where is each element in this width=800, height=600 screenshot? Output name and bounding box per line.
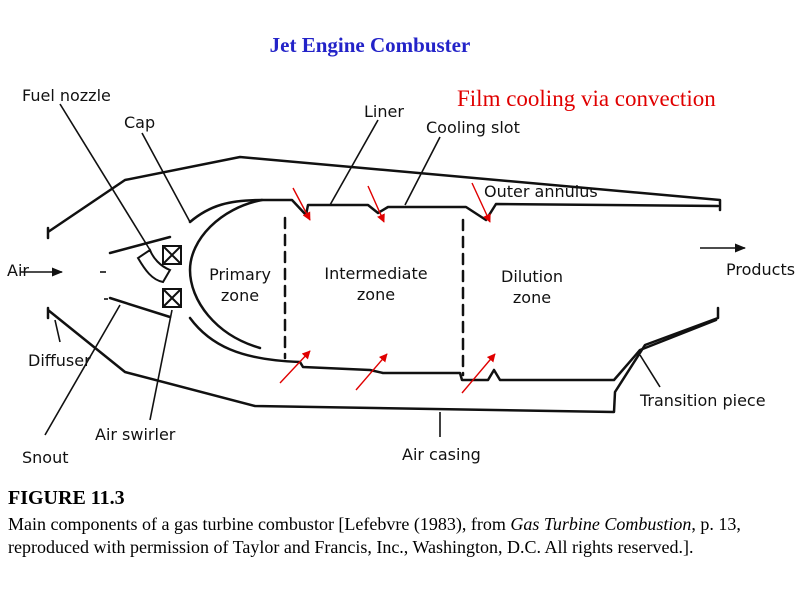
label-snout: Snout (22, 448, 69, 467)
label-liner: Liner (364, 102, 404, 121)
zone-primary: Primary zone (202, 264, 278, 306)
zone-intermediate-line1: Intermediate (324, 264, 428, 283)
outer-casing-lower (46, 306, 720, 414)
cooling-arrow-5 (355, 353, 388, 391)
liner-leader (329, 119, 379, 206)
cooling-arrow-3 (471, 182, 491, 223)
zone-primary-line2: zone (220, 286, 260, 305)
label-diffuser: Diffuser (28, 351, 91, 370)
label-cap: Cap (124, 113, 156, 132)
label-outer-annulus: Outer annulus (484, 182, 598, 201)
zone-dilution-line1: Dilution (501, 267, 563, 286)
zone-intermediate-line2: zone (356, 285, 396, 304)
fuel-nozzle-shape (136, 248, 172, 284)
cap-leader (141, 132, 191, 223)
label-air-swirler: Air swirler (95, 425, 176, 444)
label-transition-piece: Transition piece (640, 391, 766, 410)
label-air: Air (7, 261, 29, 280)
snout-upper (108, 235, 172, 255)
label-products: Products (726, 260, 796, 279)
snout-lower (108, 296, 172, 319)
diffuser-leader (54, 319, 61, 343)
liner-dome (188, 198, 264, 350)
label-air-casing: Air casing (402, 445, 481, 464)
cooling-arrow-4 (279, 350, 311, 384)
zone-primary-line1: Primary (209, 265, 271, 284)
liner-lower (188, 316, 718, 382)
film-cooling-annotation: Film cooling via convection (457, 86, 716, 111)
zone-dilution: Dilution zone (488, 266, 576, 308)
cooling-arrow-6 (461, 353, 496, 394)
figure-label: FIGURE 11.3 (8, 487, 125, 509)
cooling-arrow-1 (292, 187, 311, 221)
fuel-nozzle-leader (59, 103, 151, 251)
caption-italic-title: Gas Turbine Combustion (510, 514, 692, 534)
air-swirler-leader (149, 309, 173, 421)
label-cooling-slot: Cooling slot (426, 118, 520, 137)
figure-caption: Main components of a gas turbine combust… (8, 513, 793, 559)
zone-dilution-line2: zone (512, 288, 552, 307)
cooling-arrow-2 (367, 185, 385, 223)
combustor-diagram (20, 103, 747, 437)
label-fuel-nozzle: Fuel nozzle (22, 86, 111, 105)
zone-intermediate: Intermediate zone (314, 263, 438, 305)
cooling-slot-leader (404, 136, 441, 206)
page-title: Jet Engine Combuster (269, 33, 471, 57)
transition-piece-leader (639, 354, 661, 388)
liner-upper (188, 198, 720, 224)
caption-text-1: Main components of a gas turbine combust… (8, 514, 511, 534)
snout-leader (44, 304, 121, 436)
outer-casing (46, 155, 722, 240)
caption-text-2: , p. 13, reproduced with permission of T… (8, 514, 741, 557)
